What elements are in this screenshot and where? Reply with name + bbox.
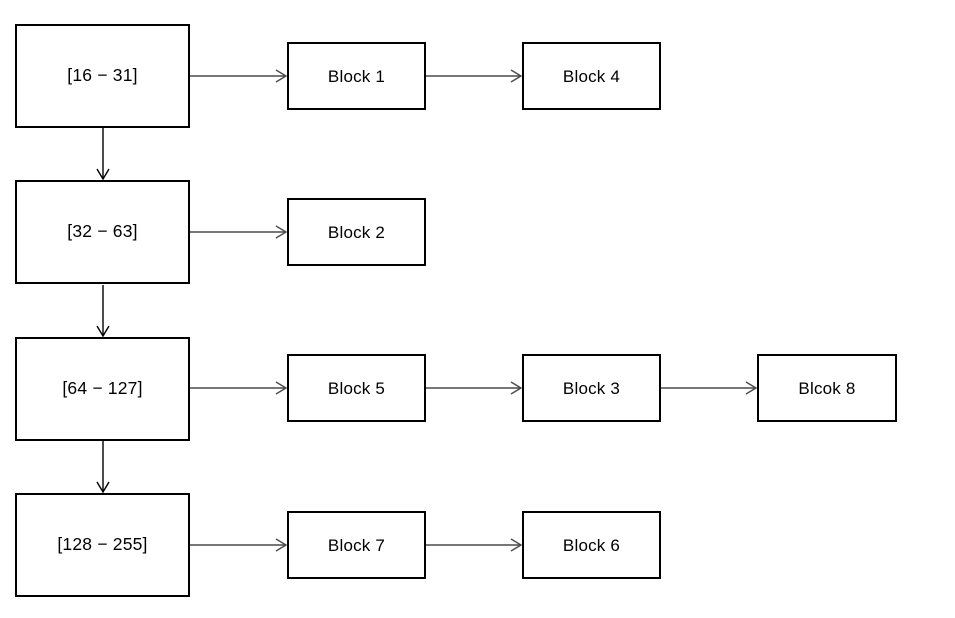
block-box-blcok-8[interactable]: Blcok 8 — [757, 354, 897, 422]
block-box-block-2[interactable]: Block 2 — [287, 198, 426, 266]
range-box-16-31[interactable]: [16 − 31] — [15, 24, 190, 128]
block-box-block-4[interactable]: Block 4 — [522, 42, 661, 110]
block-box-block-6[interactable]: Block 6 — [522, 511, 661, 579]
arrow-range1-to-range2 — [96, 128, 110, 181]
block-box-label: Block 7 — [327, 535, 386, 555]
block-box-block-7[interactable]: Block 7 — [287, 511, 426, 579]
block-box-label: Block 3 — [562, 378, 621, 398]
block-box-label: Block 4 — [562, 66, 621, 86]
block-box-label: Block 1 — [327, 66, 386, 86]
range-box-label: [64 − 127] — [62, 378, 143, 399]
block-box-block-3[interactable]: Block 3 — [522, 354, 661, 422]
arrow-block7-to-block6 — [426, 538, 523, 552]
arrow-block1-to-block4 — [426, 69, 523, 83]
block-box-block-1[interactable]: Block 1 — [287, 42, 426, 110]
arrow-block5-to-block3 — [426, 381, 523, 395]
block-box-label: Blcok 8 — [798, 378, 856, 398]
range-box-64-127[interactable]: [64 − 127] — [15, 337, 190, 441]
arrow-range2-to-block2 — [190, 225, 288, 239]
range-box-label: [16 − 31] — [67, 65, 138, 86]
arrow-range4-to-block7 — [190, 538, 288, 552]
block-box-label: Block 5 — [327, 378, 386, 398]
arrow-range1-to-block1 — [190, 69, 288, 83]
range-box-label: [128 − 255] — [57, 534, 148, 555]
block-box-label: Block 2 — [327, 222, 386, 242]
range-box-128-255[interactable]: [128 − 255] — [15, 493, 190, 597]
block-box-label: Block 6 — [562, 535, 621, 555]
arrow-range3-to-range4 — [96, 441, 110, 494]
range-box-label: [32 − 63] — [67, 221, 138, 242]
range-box-32-63[interactable]: [32 − 63] — [15, 180, 190, 284]
arrow-block3-to-block8 — [661, 381, 758, 395]
block-box-block-5[interactable]: Block 5 — [287, 354, 426, 422]
arrow-range3-to-block5 — [190, 381, 288, 395]
arrow-range2-to-range3 — [96, 285, 110, 338]
